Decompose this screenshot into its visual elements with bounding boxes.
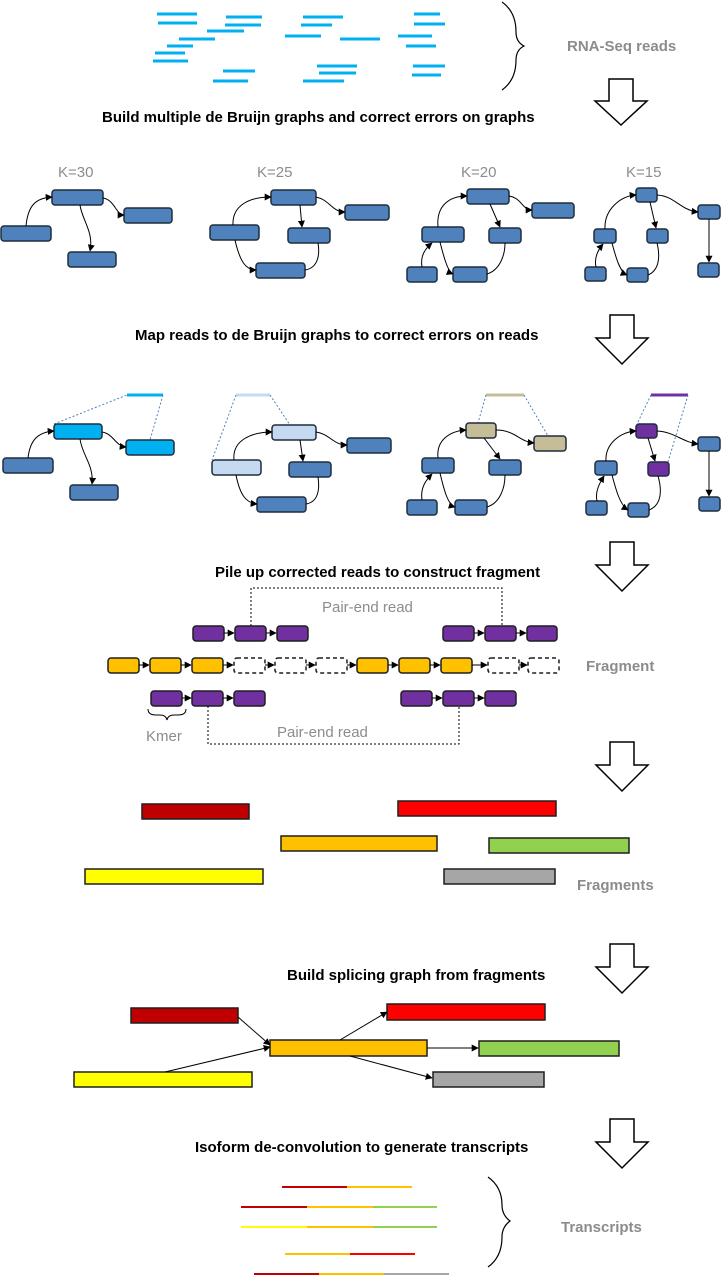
down-arrow-icon bbox=[594, 943, 650, 995]
rnaseq-reads-group bbox=[153, 12, 445, 83]
k25-label: K=25 bbox=[257, 164, 292, 181]
down-arrow-icon bbox=[593, 78, 649, 127]
transcripts-brace bbox=[487, 1176, 511, 1268]
step2-title: Map reads to de Bruijn graphs to correct… bbox=[135, 327, 538, 344]
graph-k15 bbox=[584, 187, 721, 283]
fragment-label: Fragment bbox=[586, 658, 654, 675]
step3-title: Pile up corrected reads to construct fra… bbox=[215, 564, 540, 581]
step1-title: Build multiple de Bruijn graphs and corr… bbox=[102, 109, 535, 126]
down-arrow-icon bbox=[594, 541, 650, 593]
transcripts-label: Transcripts bbox=[561, 1219, 642, 1236]
pair-end-bottom-label: Pair-end read bbox=[277, 724, 368, 741]
down-arrow-icon bbox=[594, 741, 650, 793]
kmer-label: Kmer bbox=[146, 728, 182, 745]
fragment-construction: Pair-end read bbox=[107, 587, 654, 745]
splicing-graph bbox=[73, 1003, 620, 1088]
k30-label: K=30 bbox=[58, 164, 93, 181]
step5-title: Isoform de-convolution to generate trans… bbox=[195, 1139, 528, 1156]
down-arrow-icon bbox=[594, 1118, 650, 1170]
k15-label: K=15 bbox=[626, 164, 661, 181]
reads-brace bbox=[501, 1, 526, 91]
pair-end-top-label: Pair-end read bbox=[322, 599, 413, 616]
mapped-graph-k20 bbox=[406, 393, 567, 516]
down-arrow-icon bbox=[594, 314, 650, 366]
transcripts-group bbox=[241, 1186, 449, 1275]
step4-title: Build splicing graph from fragments bbox=[287, 967, 545, 984]
graph-k30 bbox=[0, 189, 173, 268]
rnaseq-reads-label: RNA-Seq reads bbox=[567, 38, 676, 55]
mapped-graph-k25 bbox=[211, 393, 392, 513]
fragments-group bbox=[84, 800, 630, 885]
fragments-label: Fragments bbox=[577, 877, 654, 894]
mapped-graph-k15 bbox=[585, 393, 721, 518]
k20-label: K=20 bbox=[461, 164, 496, 181]
graph-k25 bbox=[209, 189, 390, 279]
graph-k20 bbox=[406, 188, 575, 283]
mapped-graph-k30 bbox=[2, 393, 175, 501]
